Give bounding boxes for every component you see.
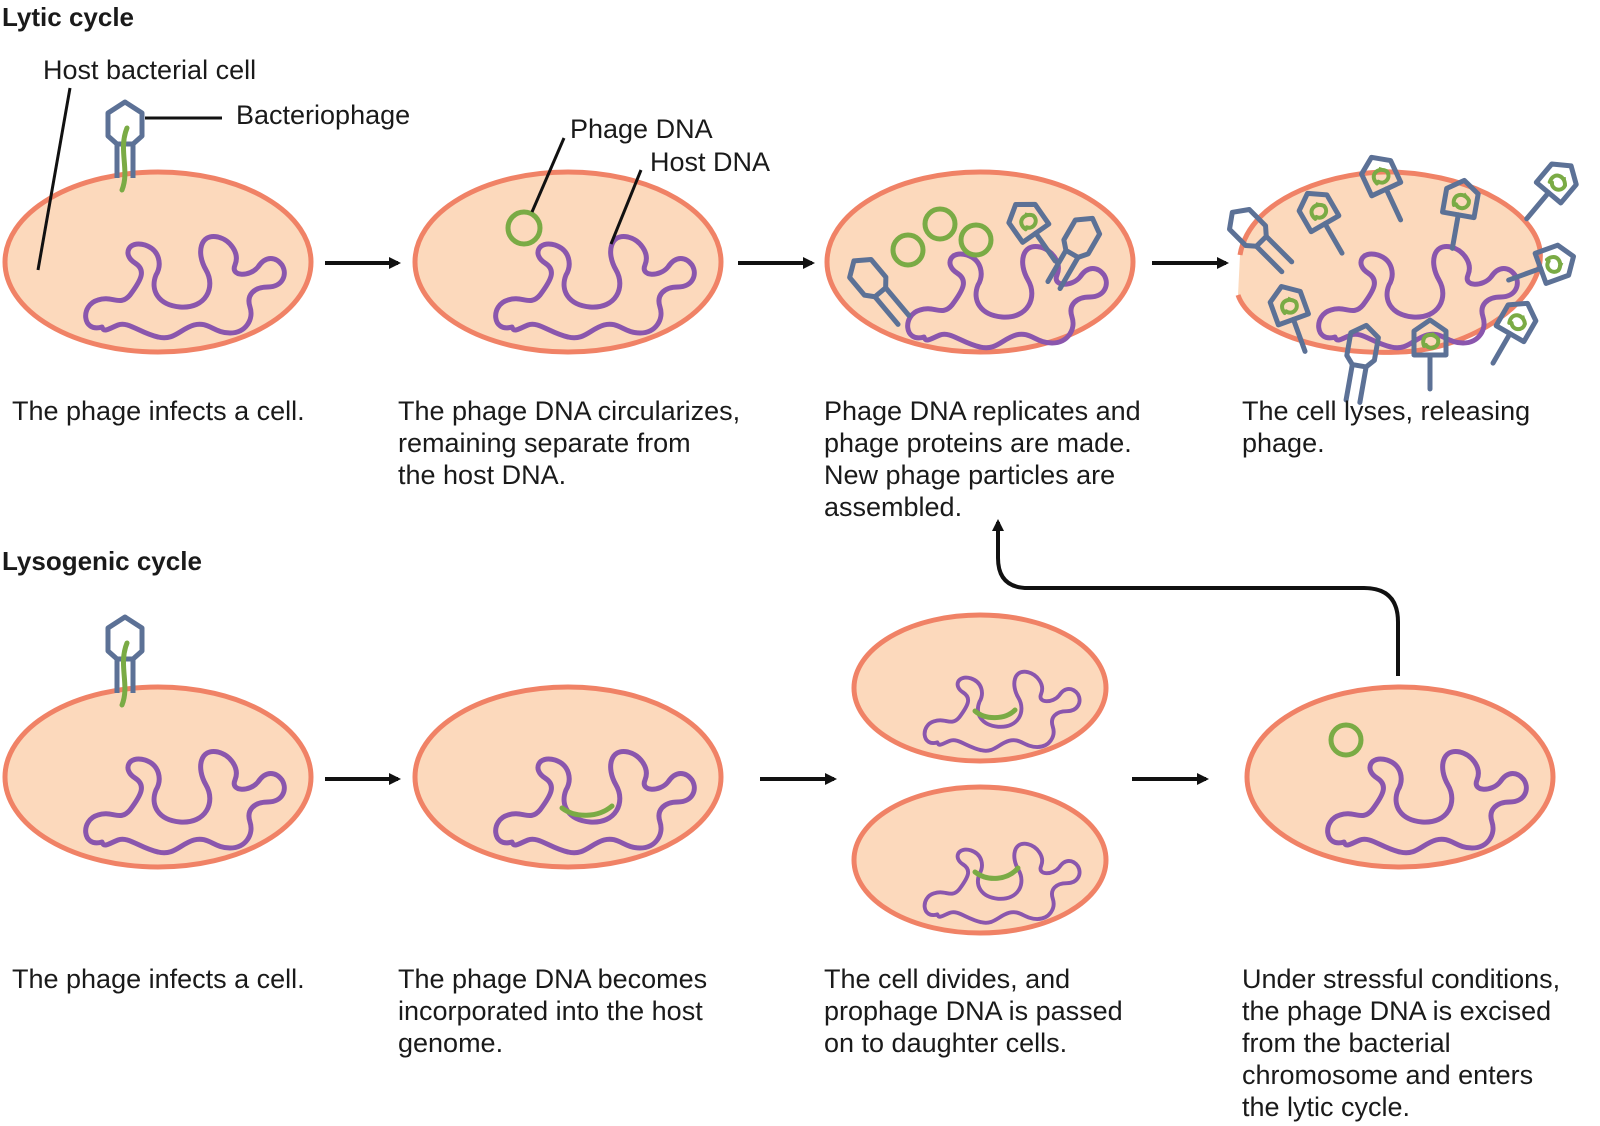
lytic-step-4-caption: The cell lyses, releasing phage. bbox=[1242, 396, 1531, 458]
lytic-cell-1 bbox=[2, 99, 314, 355]
lysogenic-step-4-caption: Under stressful conditions, the phage DN… bbox=[1242, 964, 1561, 1122]
lysogenic-cell-4 bbox=[1244, 684, 1556, 870]
phage-dna-circle bbox=[505, 209, 543, 247]
arrow-enter-lytic-cycle bbox=[992, 519, 1400, 676]
host-dna-label: Host DNA bbox=[650, 147, 771, 177]
lytic-cycle-heading: Lytic cycle bbox=[2, 2, 135, 32]
host-bacterial-cell-label: Host bacterial cell bbox=[43, 55, 257, 85]
lytic-cell-4-lysing bbox=[1222, 151, 1583, 404]
excised-phage-dna bbox=[1328, 722, 1364, 758]
phage-dna-injected bbox=[119, 125, 130, 193]
leader-phage-dna bbox=[530, 137, 566, 213]
bacteriophage-label: Bacteriophage bbox=[236, 100, 411, 130]
lysogenic-cell-1 bbox=[2, 614, 314, 870]
lysogenic-cell-2 bbox=[412, 684, 724, 870]
lysogenic-step-3-caption: The cell divides, and prophage DNA is pa… bbox=[824, 964, 1123, 1058]
lytic-step-2-caption: The phage DNA circularizes, remaining se… bbox=[398, 396, 741, 490]
leader-host-cell bbox=[36, 87, 72, 271]
leader-host-dna bbox=[609, 169, 643, 245]
lytic-cell-3 bbox=[824, 169, 1136, 355]
lysogenic-daughter-cell-top bbox=[851, 612, 1109, 764]
lysogenic-daughter-cell-bottom bbox=[851, 784, 1109, 936]
lysogenic-cycle-heading: Lysogenic cycle bbox=[2, 546, 202, 576]
lytic-cell-2 bbox=[412, 169, 724, 355]
lytic-step-1-caption: The phage infects a cell. bbox=[12, 396, 305, 426]
prophage-segment bbox=[559, 803, 615, 818]
lysogenic-step-1-caption: The phage infects a cell. bbox=[12, 964, 305, 994]
lytic-step-3-caption: Phage DNA replicates and phage proteins … bbox=[824, 396, 1141, 522]
phage-dna-label: Phage DNA bbox=[570, 114, 713, 144]
lysogenic-step-2-caption: The phage DNA becomes incorporated into … bbox=[398, 964, 708, 1058]
